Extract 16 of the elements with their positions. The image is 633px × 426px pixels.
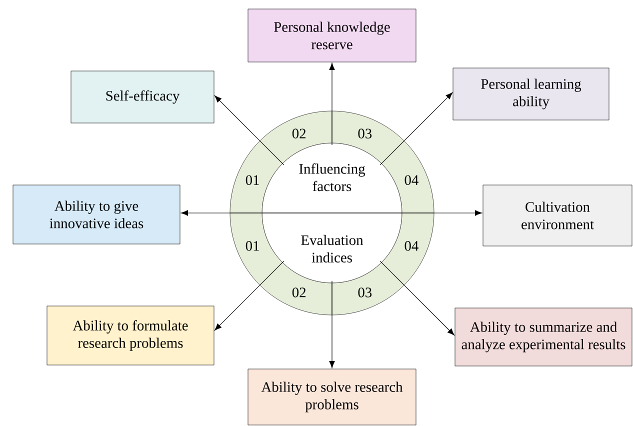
arrow <box>214 324 222 331</box>
text-box: Ability to formulate research problems <box>46 306 214 366</box>
arrow <box>214 95 222 102</box>
arrow <box>448 328 454 336</box>
text-box: Self-efficacy <box>70 70 214 124</box>
text-box: Personal learning ability <box>452 68 610 120</box>
arrow <box>329 361 335 368</box>
arrow <box>329 62 335 70</box>
arrow <box>332 210 482 216</box>
text-box: Ability to summarize and analyze experimental results <box>454 308 632 366</box>
text-box: Ability to give innovative ideas <box>12 184 180 244</box>
text-box: Personal knowledge reserve <box>248 8 416 62</box>
text-box: Cultivation environment <box>482 184 632 246</box>
text-box: Ability to solve research problems <box>248 368 416 426</box>
arrow <box>180 210 332 216</box>
arrow <box>446 92 453 100</box>
